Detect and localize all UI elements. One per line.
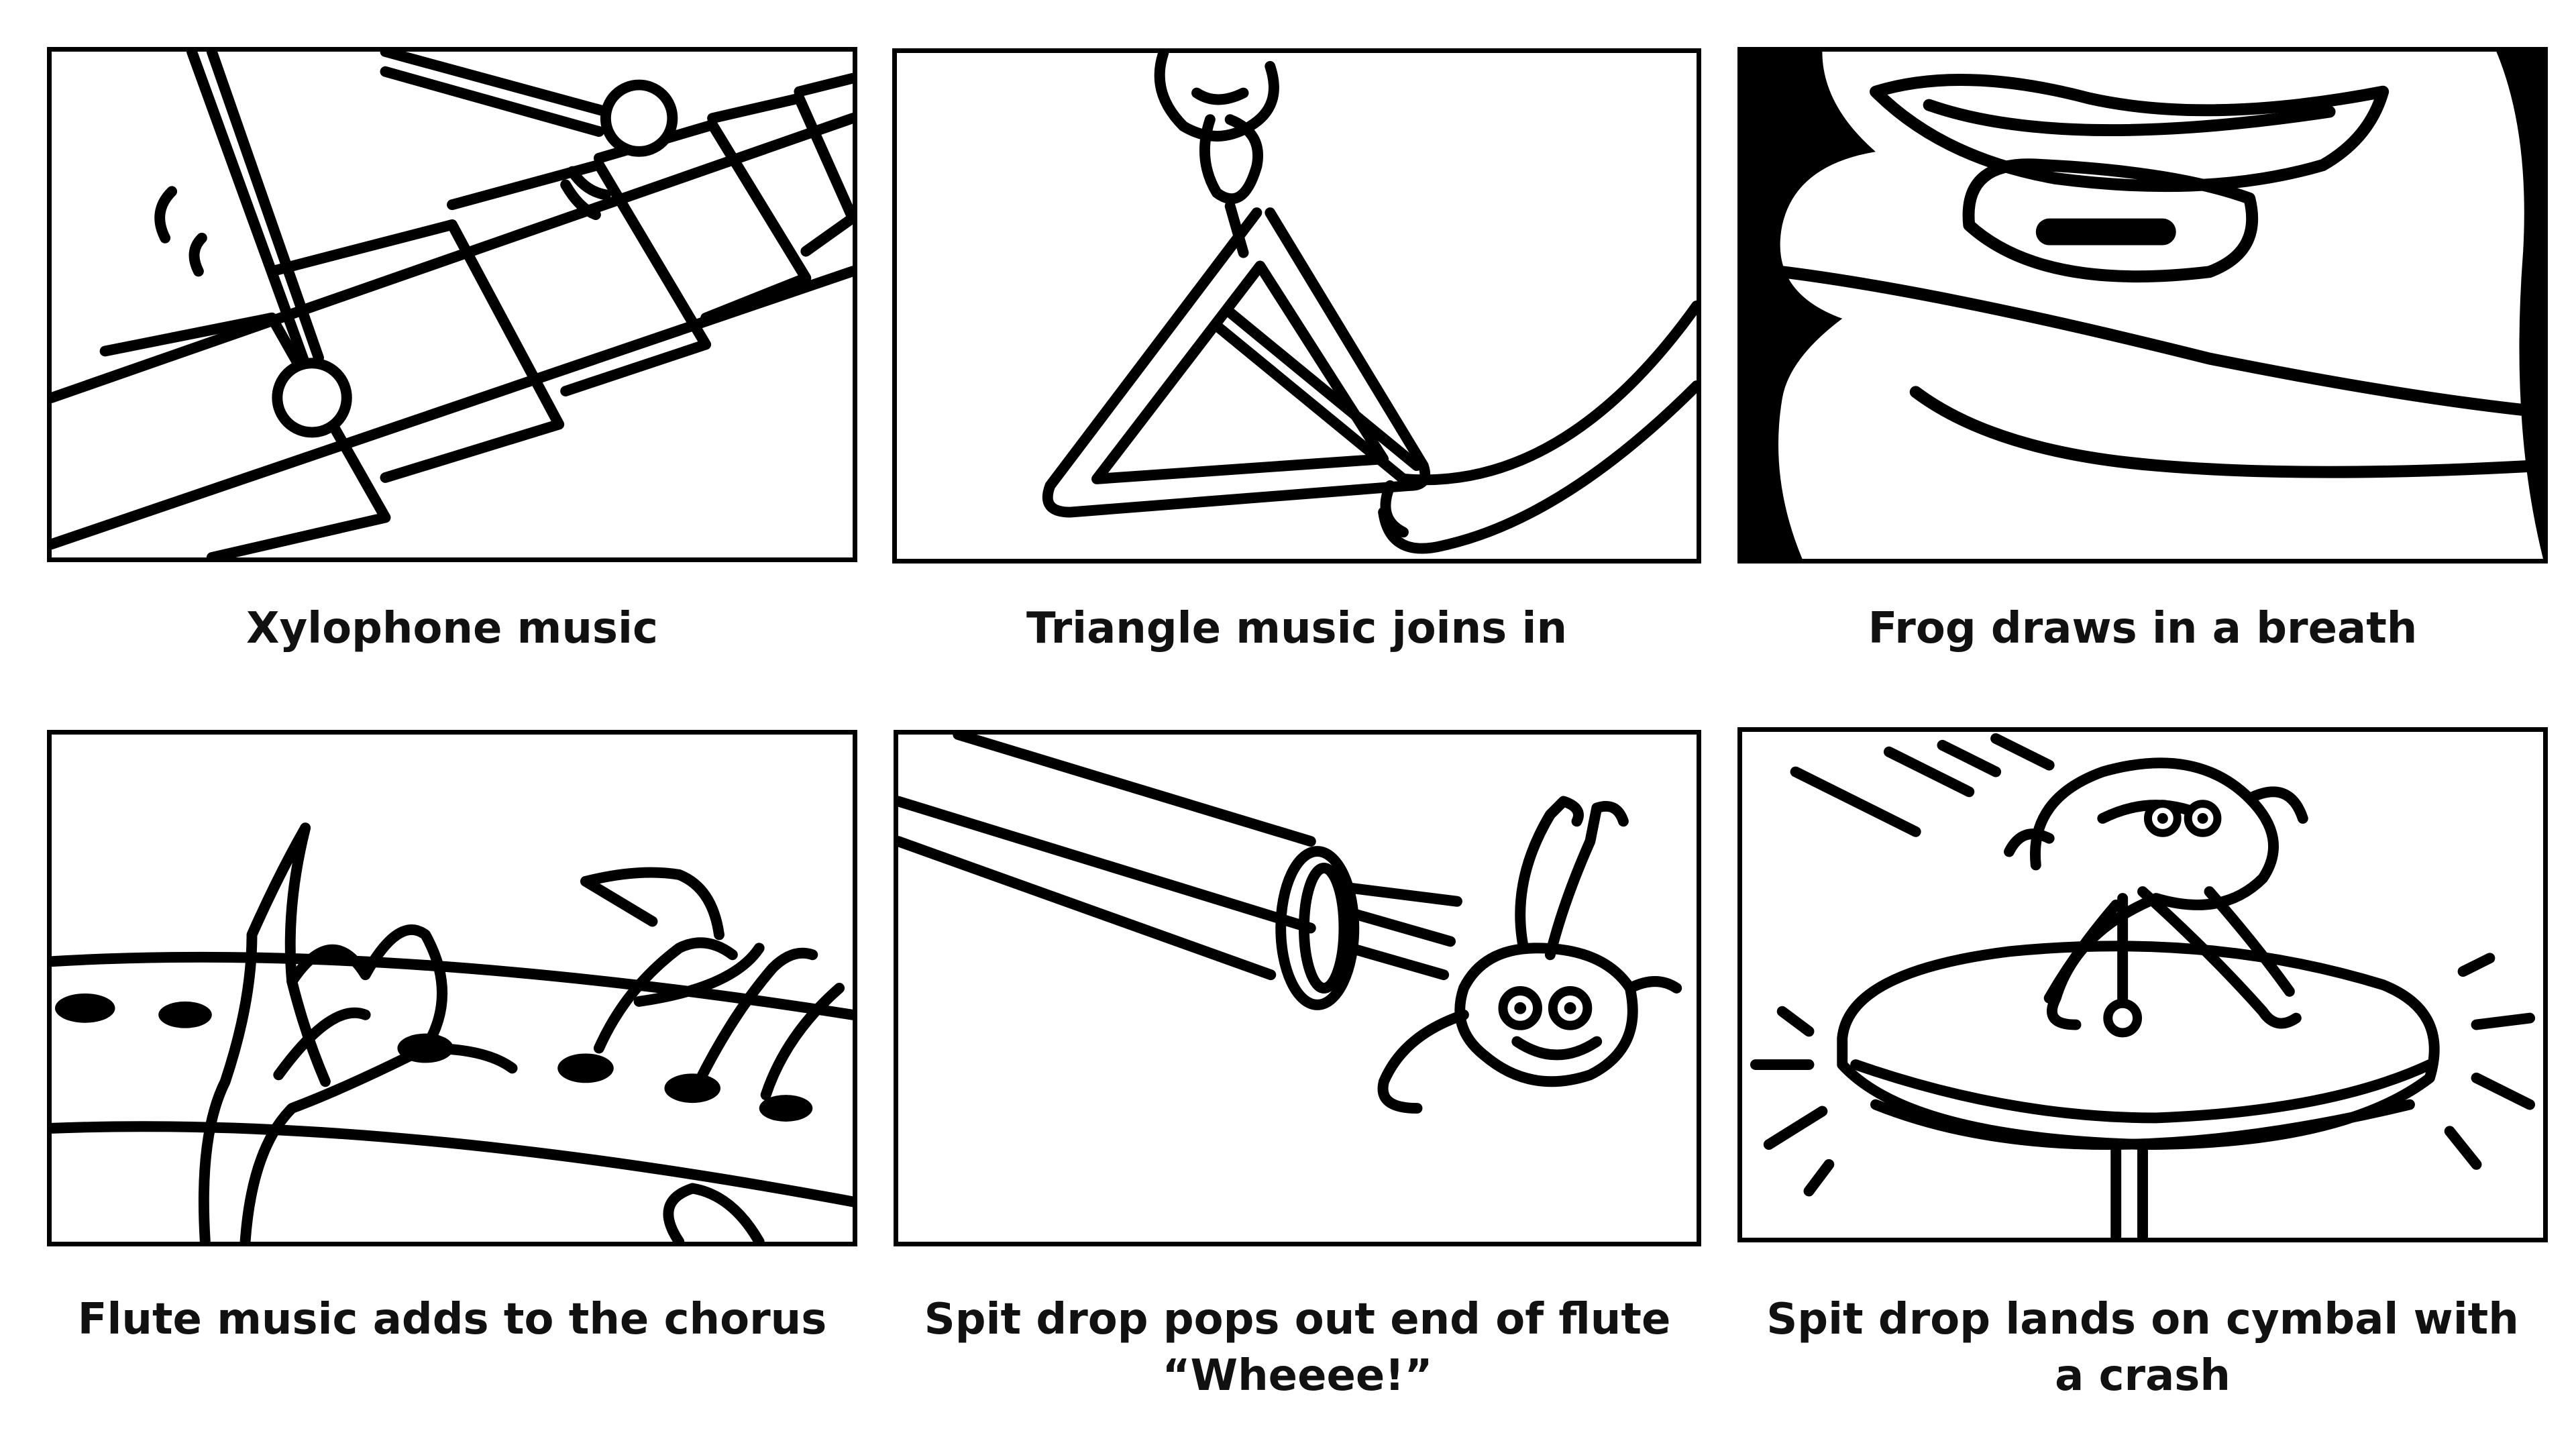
- caption-panel-6: Spit drop lands on cymbal with a crash: [1766, 1295, 2519, 1401]
- storyboard-panel-1: [47, 47, 857, 562]
- triangle-instrument-illustration: [1042, 53, 1697, 554]
- caption-panel-4: Flute music adds to the chorus: [77, 1295, 827, 1344]
- spit-drop-on-cymbal-illustration: [1750, 733, 2536, 1238]
- storyboard-panel-2: [892, 48, 1701, 564]
- frog-mouth-breath-illustration: [1742, 52, 2543, 559]
- storyboard-panel-3: [1737, 47, 2548, 564]
- caption-panel-2: Triangle music joins in: [1026, 604, 1568, 653]
- caption-panel-5: Spit drop pops out end of flute “Wheeee!…: [924, 1295, 1671, 1401]
- xylophone-mallets-illustration: [52, 52, 853, 557]
- storyboard-panel-6: [1737, 727, 2548, 1242]
- spit-drop-leaving-flute-illustration: [898, 735, 1682, 1114]
- storyboard-panel-5: [894, 730, 1701, 1246]
- caption-panel-3: Frog draws in a breath: [1868, 604, 2418, 653]
- hands-playing-flute-illustration: [52, 822, 853, 1242]
- storyboard-panel-4: [47, 730, 857, 1246]
- caption-panel-1: Xylophone music: [246, 604, 658, 653]
